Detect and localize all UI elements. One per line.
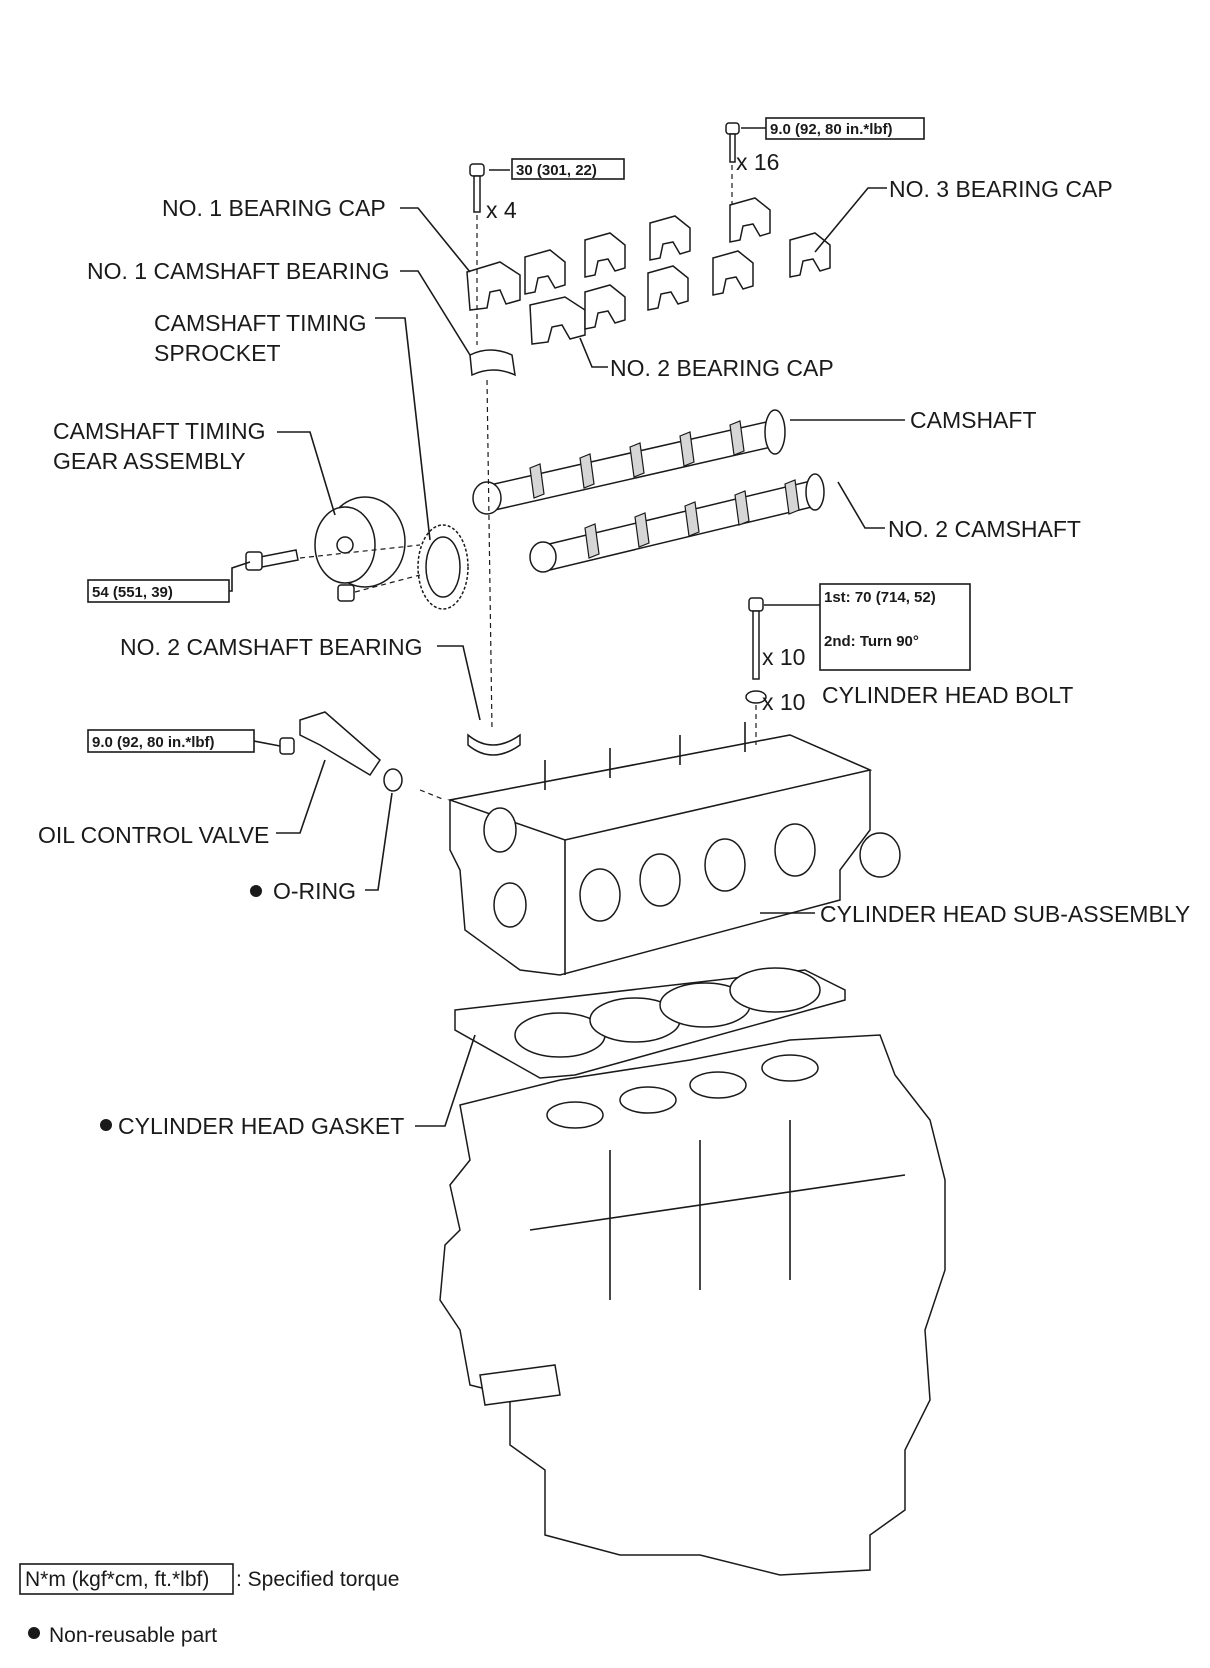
- camshaft-timing-gear: [314, 496, 406, 588]
- qty-no3-cap-bolts: x 16: [736, 149, 779, 175]
- label-o-ring: O-RING: [273, 878, 356, 904]
- bearing-caps: [466, 197, 831, 345]
- label-no2-camshaft: NO. 2 CAMSHAFT: [888, 516, 1081, 542]
- bolts: [469, 122, 767, 704]
- label-camshaft-timing-sprocket-2: SPROCKET: [154, 340, 281, 366]
- qty-head-washers: x 10: [762, 689, 805, 715]
- label-cylinder-head-bolt: CYLINDER HEAD BOLT: [822, 682, 1073, 708]
- torque-head-bolt-1st: 1st: 70 (714, 52): [824, 589, 936, 606]
- legend-non-reusable-icon: [28, 1627, 40, 1639]
- label-camshaft: CAMSHAFT: [910, 407, 1037, 433]
- legend-torque-desc: : Specified torque: [236, 1568, 399, 1591]
- qty-bearing-cap-bolts: x 4: [486, 197, 517, 223]
- timing-gear-bolts: [245, 549, 355, 602]
- torque-head-bolt-2nd: 2nd: Turn 90°: [824, 633, 919, 650]
- label-oil-control-valve: OIL CONTROL VALVE: [38, 822, 269, 848]
- torque-no3-cap-bolt: 9.0 (92, 80 in.*lbf): [770, 121, 893, 138]
- camshaft-timing-sprocket: [417, 524, 469, 610]
- label-no1-bearing-cap: NO. 1 BEARING CAP: [162, 195, 386, 221]
- label-camshaft-timing-sprocket-1: CAMSHAFT TIMING: [154, 310, 367, 336]
- cylinder-head-gasket: [454, 967, 846, 1079]
- torque-ocv-bolt: 9.0 (92, 80 in.*lbf): [92, 734, 215, 751]
- no2-camshaft-part: [529, 473, 825, 573]
- no2-camshaft-bearing: [467, 733, 521, 756]
- legend-non-reusable: Non-reusable part: [49, 1624, 217, 1647]
- qty-head-bolts: x 10: [762, 644, 805, 670]
- cylinder-head-sub-assembly: [447, 722, 901, 976]
- torque-bearing-cap-bolt: 30 (301, 22): [516, 162, 597, 179]
- o-ring-part: [383, 768, 403, 792]
- label-cylinder-head-sub-assembly: CYLINDER HEAD SUB-ASSEMBLY: [820, 901, 1190, 927]
- non-reusable-mark-icon: [100, 1119, 112, 1131]
- label-no2-bearing-cap: NO. 2 BEARING CAP: [610, 355, 834, 381]
- non-reusable-mark-icon: [250, 885, 262, 897]
- label-no3-bearing-cap: NO. 3 BEARING CAP: [889, 176, 1113, 202]
- label-no1-camshaft-bearing: NO. 1 CAMSHAFT BEARING: [87, 258, 389, 284]
- leader-lines: [229, 127, 905, 1127]
- label-cylinder-head-gasket: CYLINDER HEAD GASKET: [118, 1113, 404, 1139]
- no1-camshaft-bearing: [469, 349, 516, 377]
- torque-timing-gear-bolt: 54 (551, 39): [92, 584, 173, 601]
- oil-control-valve: [279, 711, 381, 777]
- camshaft-part: [472, 409, 786, 515]
- label-camshaft-timing-gear-2: GEAR ASSEMBLY: [53, 448, 246, 474]
- label-no2-camshaft-bearing: NO. 2 CAMSHAFT BEARING: [120, 634, 422, 660]
- label-camshaft-timing-gear-1: CAMSHAFT TIMING: [53, 418, 266, 444]
- engine-block: [439, 1034, 946, 1576]
- legend-torque-unit: N*m (kgf*cm, ft.*lbf): [25, 1568, 209, 1591]
